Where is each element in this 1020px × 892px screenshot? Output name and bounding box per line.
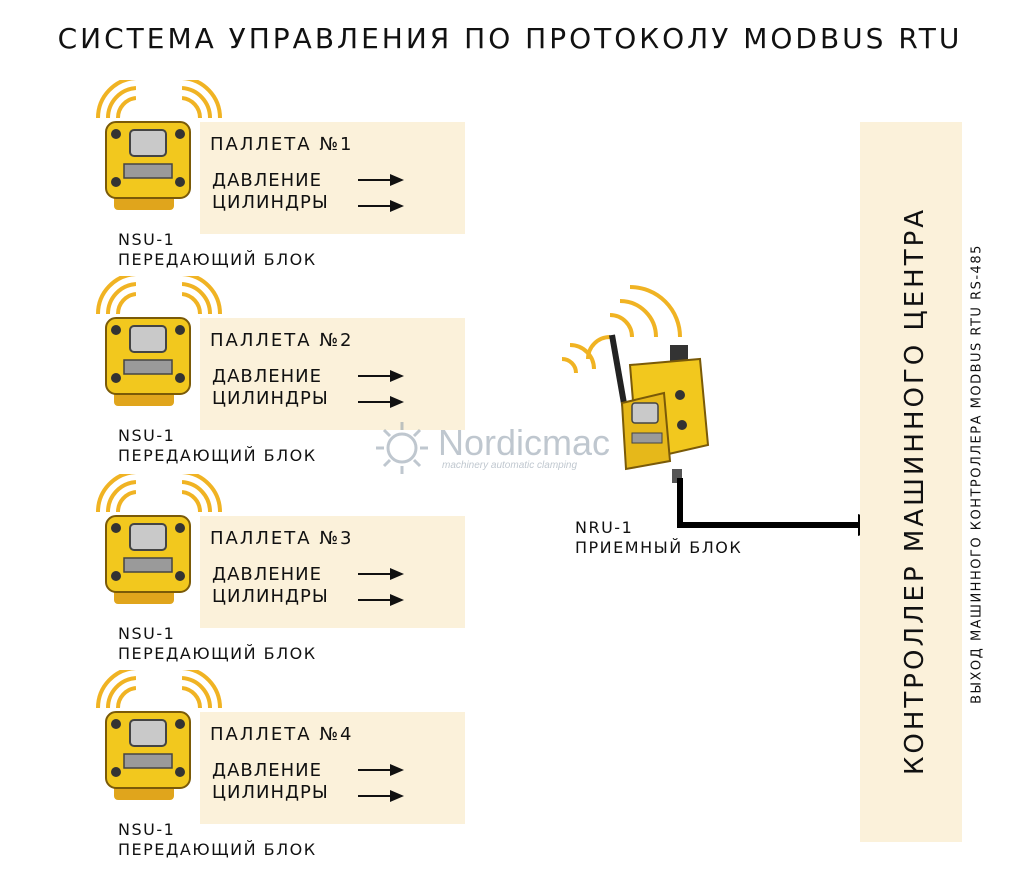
cylinders-label: ЦИЛИНДРЫ xyxy=(212,782,329,803)
pallet-panel xyxy=(200,122,465,234)
pallet-name: ПАЛЛЕТА №2 xyxy=(210,330,354,351)
wireless-signal-icon xyxy=(182,474,223,513)
watermark-tagline: machinery automatic clamping xyxy=(442,460,578,471)
receiver-unit-name: NRU-1 xyxy=(575,518,634,537)
pallet-block-4: ПАЛЛЕТА №4 ДАВЛЕНИЕ ЦИЛИНДРЫ NSU-1 ПЕРЕД… xyxy=(80,670,465,860)
pallet-block-3: ПАЛЛЕТА №3 ДАВЛЕНИЕ ЦИЛИНДРЫ NSU-1 ПЕРЕД… xyxy=(80,474,465,664)
pressure-label: ДАВЛЕНИЕ xyxy=(212,564,323,585)
unit-name: NSU-1 xyxy=(118,230,176,249)
controller-panel xyxy=(860,122,962,842)
unit-role: ПЕРЕДАЮЩИЙ БЛОК xyxy=(118,644,317,663)
watermark-brand: Nordicmac xyxy=(438,422,611,463)
pallet-name: ПАЛЛЕТА №4 xyxy=(210,724,354,745)
pressure-label: ДАВЛЕНИЕ xyxy=(212,366,323,387)
wireless-signal-icon xyxy=(95,80,136,119)
wireless-node-icon xyxy=(105,121,191,210)
receiver-node-icon xyxy=(561,285,710,483)
wireless-signal-icon xyxy=(182,80,223,119)
arrow-right-icon xyxy=(358,370,404,382)
pallet-panel xyxy=(200,712,465,824)
arrow-right-icon xyxy=(358,790,404,802)
unit-role: ПЕРЕДАЮЩИЙ БЛОК xyxy=(118,840,317,859)
pallet-name: ПАЛЛЕТА №3 xyxy=(210,528,354,549)
arrow-right-icon xyxy=(358,764,404,776)
cylinders-label: ЦИЛИНДРЫ xyxy=(212,586,329,607)
pressure-label: ДАВЛЕНИЕ xyxy=(212,170,323,191)
arrow-right-icon xyxy=(358,594,404,606)
pallet-block-2: ПАЛЛЕТА №2 ДАВЛЕНИЕ ЦИЛИНДРЫ NSU-1 ПЕРЕД… xyxy=(80,276,465,466)
pallet-block-1: ПАЛЛЕТА №1 ДАВЛЕНИЕ ЦИЛИНДРЫ NSU-1 ПЕРЕД… xyxy=(80,80,465,270)
wireless-node-icon xyxy=(105,711,191,800)
diagram-title: СИСТЕМА УПРАВЛЕНИЯ ПО ПРОТОКОЛУ MODBUS R… xyxy=(57,22,963,55)
arrow-right-icon xyxy=(358,200,404,212)
wireless-signal-icon xyxy=(95,474,136,513)
unit-name: NSU-1 xyxy=(118,624,176,643)
arrow-right-icon xyxy=(358,396,404,408)
controller-output-label: ВЫХОД МАШИННОГО КОНТРОЛЛЕРА MODBUS RTU R… xyxy=(969,244,985,704)
unit-name: NSU-1 xyxy=(118,426,176,445)
arrow-right-icon xyxy=(358,568,404,580)
wireless-signal-icon xyxy=(182,670,223,709)
unit-role: ПЕРЕДАЮЩИЙ БЛОК xyxy=(118,446,317,465)
wireless-signal-icon xyxy=(95,276,136,315)
pressure-label: ДАВЛЕНИЕ xyxy=(212,760,323,781)
unit-role: ПЕРЕДАЮЩИЙ БЛОК xyxy=(118,250,317,269)
pallet-name: ПАЛЛЕТА №1 xyxy=(210,134,354,155)
pallet-panel xyxy=(200,318,465,430)
arrow-right-icon xyxy=(358,174,404,186)
cylinders-label: ЦИЛИНДРЫ xyxy=(212,388,329,409)
cylinders-label: ЦИЛИНДРЫ xyxy=(212,192,329,213)
watermark-logo: Nordicmac machinery automatic clamping xyxy=(372,418,652,478)
wireless-node-icon xyxy=(105,515,191,604)
controller-label: КОНТРОЛЛЕР МАШИННОГО ЦЕНТРА xyxy=(900,206,930,776)
wireless-node-icon xyxy=(105,317,191,406)
receiver-unit-role: ПРИЕМНЫЙ БЛОК xyxy=(575,538,743,557)
gear-icon xyxy=(376,422,428,474)
unit-name: NSU-1 xyxy=(118,820,176,839)
wireless-signal-icon xyxy=(95,670,136,709)
pallet-panel xyxy=(200,516,465,628)
wireless-signal-icon xyxy=(182,276,223,315)
